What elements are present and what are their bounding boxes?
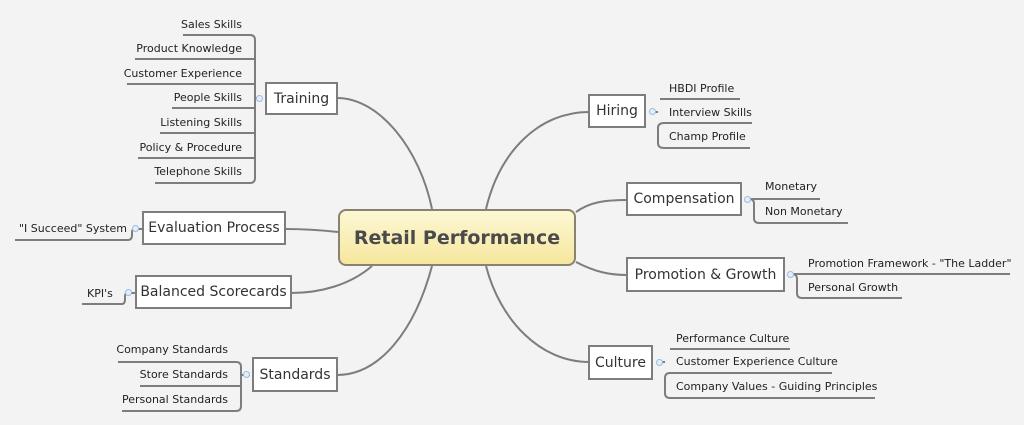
promotion-children-lines [791,273,1010,299]
topic-culture-label: Culture [595,354,646,371]
connector-compensation [575,199,628,213]
subtopic-performance-culture[interactable]: Performance Culture [676,332,790,345]
collapse-training-icon[interactable] [256,95,263,102]
topic-scorecards-label: Balanced Scorecards [140,284,287,300]
connector-training [336,97,433,210]
topic-culture[interactable]: Culture [588,345,653,380]
subtopic-promotion-framework[interactable]: Promotion Framework - "The Ladder" [808,257,1012,270]
connector-scorecards [290,265,373,294]
subtopic-interview-skills[interactable]: Interview Skills [669,106,752,119]
collapse-culture-icon[interactable] [656,359,663,366]
central-topic-label: Retail Performance [353,226,561,249]
subtopic-customer-experience[interactable]: Customer Experience [123,67,242,80]
compensation-children-lines [749,198,848,224]
subtopic-personal-standards[interactable]: Personal Standards [121,393,228,406]
connector-culture [485,265,590,363]
subtopic-monetary[interactable]: Monetary [765,180,818,193]
topic-training[interactable]: Training [265,82,338,115]
subtopic-company-standards[interactable]: Company Standards [116,343,228,356]
collapse-scorecards-icon[interactable] [125,289,132,296]
central-topic[interactable]: Retail Performance [338,209,576,266]
collapse-compensation-icon[interactable] [744,196,751,203]
topic-standards-label: Standards [259,366,331,383]
subtopic-hbdi-profile[interactable]: HBDI Profile [669,82,735,95]
subtopic-company-values[interactable]: Company Values - Guiding Principles [676,380,878,393]
training-children-lines [127,34,262,184]
subtopic-store-standards[interactable]: Store Standards [139,368,228,381]
topic-balanced-scorecards[interactable]: Balanced Scorecards [135,275,292,309]
subtopic-sales-skills[interactable]: Sales Skills [180,18,242,31]
subtopic-people-skills[interactable]: People Skills [173,91,242,104]
topic-compensation-label: Compensation [633,191,735,207]
subtopic-kpis[interactable]: KPI's [87,287,113,300]
subtopic-policy-procedure[interactable]: Policy & Procedure [139,141,242,154]
collapse-promotion-icon[interactable] [787,271,794,278]
collapse-hiring-icon[interactable] [649,108,656,115]
connector-standards [336,265,433,376]
subtopic-champ-profile[interactable]: Champ Profile [669,130,746,143]
subtopic-telephone-skills[interactable]: Telephone Skills [154,165,242,178]
topic-promotion-growth[interactable]: Promotion & Growth [626,257,785,292]
topic-training-label: Training [273,90,330,107]
topic-hiring-label: Hiring [596,103,638,119]
connector-hiring [485,111,590,210]
connector-evaluation [284,228,339,233]
topic-compensation[interactable]: Compensation [626,182,742,216]
subtopic-personal-growth[interactable]: Personal Growth [808,281,899,294]
topic-hiring[interactable]: Hiring [588,94,646,128]
collapse-evaluation-icon[interactable] [132,225,139,232]
collapse-standards-icon[interactable] [243,371,250,378]
subtopic-listening-skills[interactable]: Listening Skills [160,116,242,129]
subtopic-i-succeed-system[interactable]: "I Succeed" System [19,222,127,235]
subtopic-customer-experience-culture[interactable]: Customer Experience Culture [676,355,838,368]
topic-evaluation-process[interactable]: Evaluation Process [142,211,286,245]
topic-promotion-label: Promotion & Growth [634,266,777,283]
topic-standards[interactable]: Standards [252,357,338,392]
connector-promotion [575,261,628,276]
subtopic-non-monetary[interactable]: Non Monetary [765,205,843,218]
subtopic-product-knowledge[interactable]: Product Knowledge [136,42,242,55]
topic-evaluation-label: Evaluation Process [148,220,280,236]
